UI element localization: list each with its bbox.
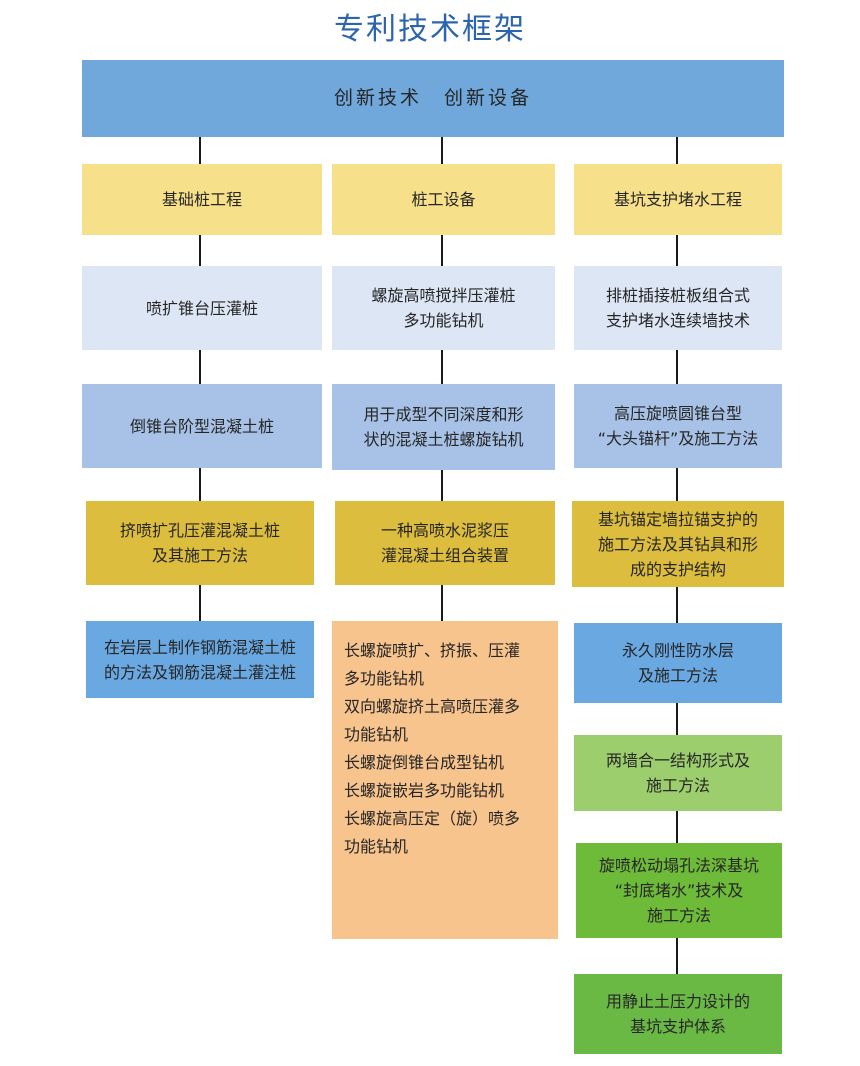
column-header-pit: 基坑支护堵水工程 bbox=[574, 164, 782, 235]
connector-line bbox=[441, 350, 443, 384]
connector-line bbox=[441, 234, 443, 266]
connector-line bbox=[441, 469, 443, 501]
node-foundation-1: 喷扩锥台压灌桩 bbox=[82, 266, 322, 350]
connector-line bbox=[676, 136, 678, 164]
connector-line bbox=[676, 703, 678, 735]
connector-line bbox=[676, 585, 678, 623]
connector-line bbox=[676, 811, 678, 843]
connector-line bbox=[199, 136, 201, 164]
column-header-equipment: 桩工设备 bbox=[332, 164, 555, 235]
node-pit-5: 两墙合一结构形式及 施工方法 bbox=[574, 735, 782, 811]
connector-line bbox=[199, 234, 201, 266]
node-pit-3: 基坑锚定墙拉锚支护的 施工方法及其钻具和形 成的支护结构 bbox=[572, 501, 784, 587]
connector-line bbox=[199, 350, 201, 384]
equipment-list-item: 长螺旋倒锥台成型钻机 bbox=[344, 753, 505, 772]
connector-line bbox=[676, 938, 678, 974]
connector-line bbox=[441, 585, 443, 621]
column-header-foundation: 基础桩工程 bbox=[82, 164, 322, 235]
connector-line bbox=[441, 136, 443, 164]
node-equipment-3: 一种高喷水泥浆压 灌混凝土组合装置 bbox=[335, 501, 555, 585]
node-pit-7: 用静止土压力设计的 基坑支护体系 bbox=[574, 974, 782, 1054]
equipment-list-item: 长螺旋高压定（旋）喷多 功能钻机 bbox=[344, 809, 521, 856]
node-equipment-1: 螺旋高喷搅拌压灌桩 多功能钻机 bbox=[332, 266, 555, 350]
equipment-list-node: 长螺旋喷扩、挤振、压灌 多功能钻机 双向螺旋挤土高喷压灌多 功能钻机 长螺旋倒锥… bbox=[332, 621, 558, 939]
root-node: 创新技术 创新设备 bbox=[82, 60, 784, 137]
equipment-list-item: 双向螺旋挤土高喷压灌多 功能钻机 bbox=[344, 697, 521, 744]
node-equipment-2: 用于成型不同深度和形 状的混凝土桩螺旋钻机 bbox=[332, 384, 555, 470]
node-pit-4: 永久刚性防水层 及施工方法 bbox=[574, 623, 782, 703]
node-pit-2: 高压旋喷圆锥台型 “大头锚杆”及施工方法 bbox=[574, 384, 782, 468]
connector-line bbox=[199, 467, 201, 501]
equipment-list-item: 长螺旋喷扩、挤振、压灌 多功能钻机 bbox=[344, 641, 521, 688]
node-pit-1: 排桩插接桩板组合式 支护堵水连续墙技术 bbox=[574, 266, 782, 350]
connector-line bbox=[199, 585, 201, 621]
equipment-list-item: 长螺旋嵌岩多功能钻机 bbox=[344, 781, 505, 800]
node-foundation-2: 倒锥台阶型混凝土桩 bbox=[82, 384, 322, 468]
node-pit-6: 旋喷松动塌孔法深基坑 “封底堵水”技术及 施工方法 bbox=[576, 843, 782, 938]
node-foundation-3: 挤喷扩孔压灌混凝土桩 及其施工方法 bbox=[86, 501, 314, 585]
connector-line bbox=[676, 234, 678, 266]
connector-line bbox=[676, 467, 678, 501]
page-title: 专利技术框架 bbox=[334, 12, 526, 47]
node-foundation-4: 在岩层上制作钢筋混凝土桩 的方法及钢筋混凝土灌注桩 bbox=[86, 621, 314, 698]
connector-line bbox=[676, 350, 678, 384]
